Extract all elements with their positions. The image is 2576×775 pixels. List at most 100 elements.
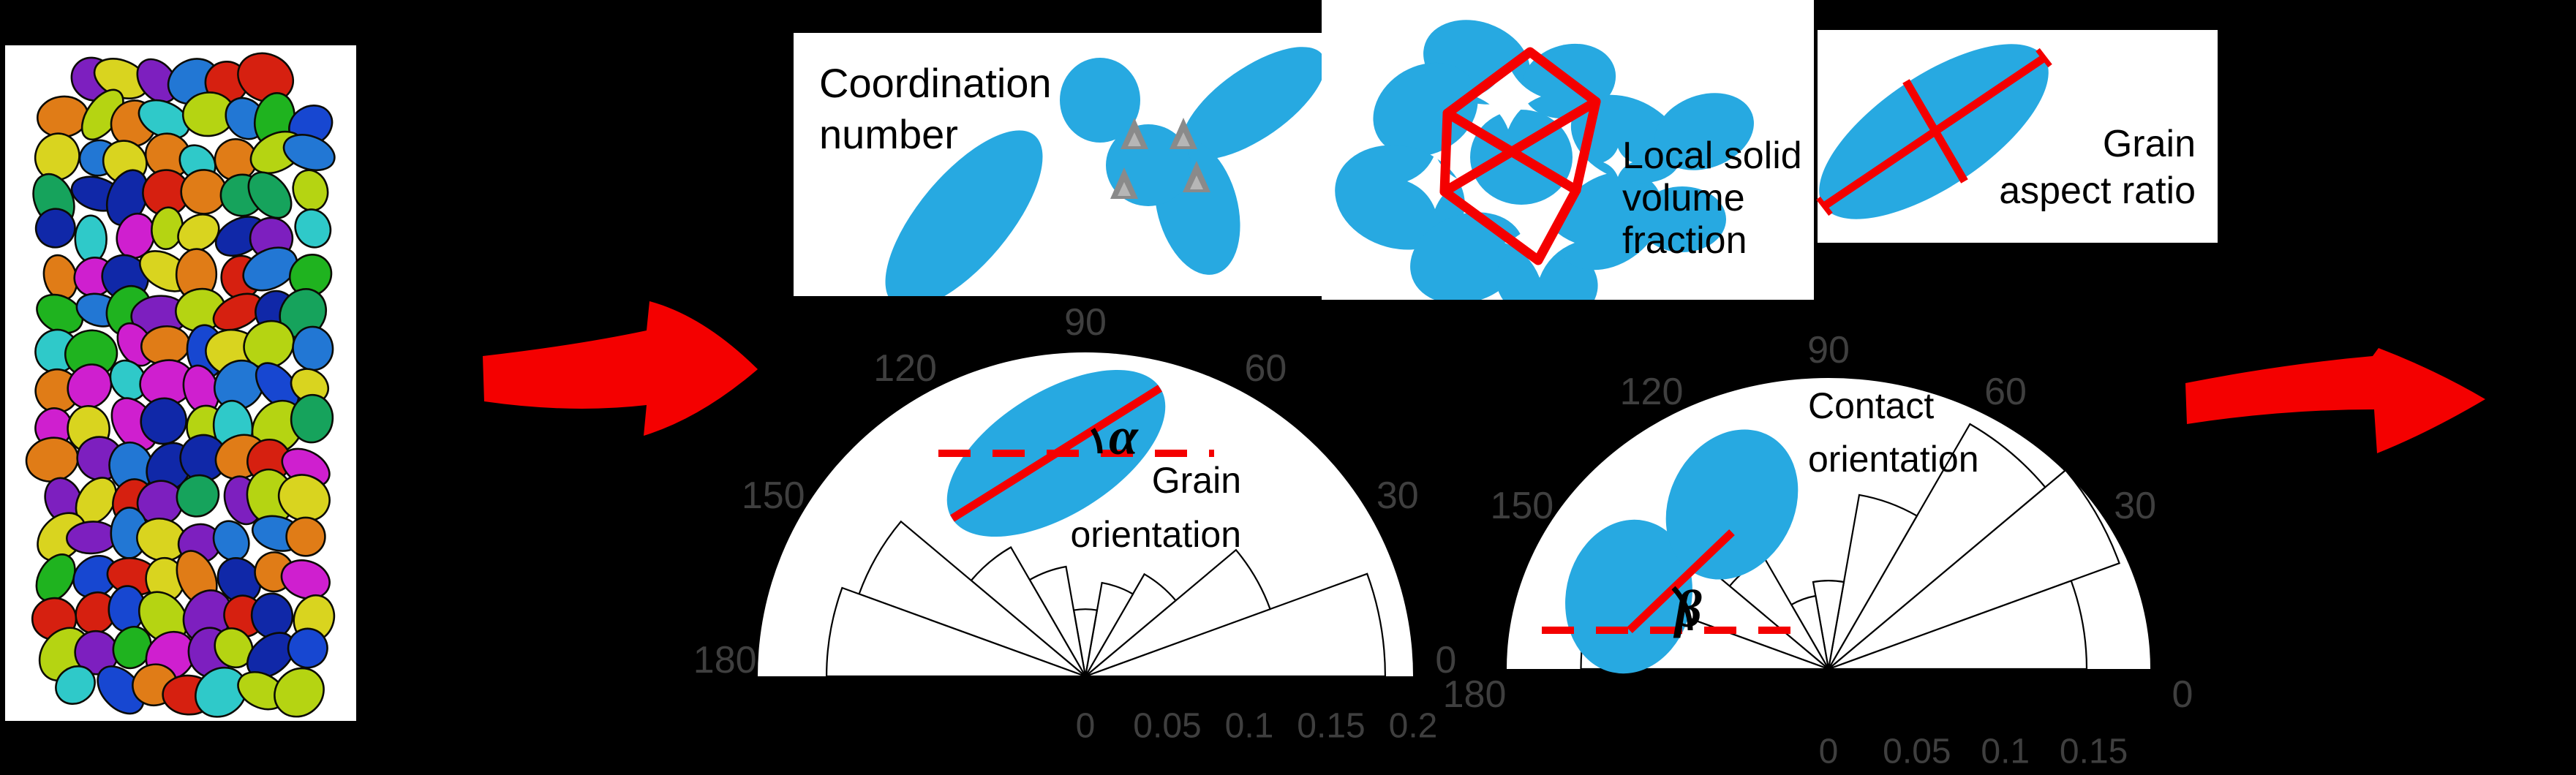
grain bbox=[35, 553, 76, 602]
ct-grain-render bbox=[25, 52, 336, 718]
radial-tick-label-0.15: 0.15 bbox=[1297, 706, 1366, 746]
radial-tick-label-0.15: 0.15 bbox=[2059, 732, 2128, 771]
angle-label-30: 30 bbox=[1376, 474, 1419, 517]
volume-fraction-illustration bbox=[1335, 20, 1754, 300]
contact-orientation-line2: orientation bbox=[1808, 439, 1979, 480]
aspect-line2: aspect ratio bbox=[1999, 170, 2196, 212]
angle-label-120: 120 bbox=[1619, 371, 1684, 414]
grain-major-axis-line bbox=[950, 385, 1162, 522]
grain bbox=[109, 359, 148, 401]
radial-tick-label-0.1: 0.1 bbox=[1981, 732, 2030, 771]
grain bbox=[176, 474, 220, 518]
local-line3: fraction bbox=[1622, 219, 1747, 262]
grain bbox=[75, 591, 117, 635]
contact-marker-triangle-inner bbox=[1190, 175, 1203, 189]
rose-petal bbox=[825, 586, 1086, 678]
grain bbox=[136, 58, 178, 104]
aspect-ratio-illustration bbox=[1816, 44, 2052, 219]
grain-aspect-ratio-label: Grain aspect ratio bbox=[1946, 121, 2196, 214]
grain bbox=[74, 214, 108, 264]
contact-marker-triangle-inner bbox=[1118, 182, 1131, 196]
angle-label-0: 0 bbox=[2172, 673, 2193, 716]
contact-marker-triangle-inner bbox=[1177, 132, 1190, 146]
pore-space bbox=[1504, 208, 1575, 278]
grain-orientation-label: Grain orientation bbox=[1017, 453, 1242, 562]
local-line2: volume bbox=[1622, 177, 1745, 219]
angle-label-90: 90 bbox=[1807, 329, 1850, 372]
grain bbox=[285, 516, 326, 557]
grain bbox=[242, 246, 298, 292]
radial-tick-label-0.05: 0.05 bbox=[1883, 732, 1951, 771]
grain bbox=[282, 134, 336, 172]
minor-axis-line bbox=[1902, 79, 1968, 184]
grain-ellipse bbox=[1181, 47, 1326, 159]
rose-petal bbox=[1827, 494, 1918, 670]
beta-angle-arc bbox=[1671, 586, 1693, 631]
grain bbox=[280, 559, 331, 600]
grain bbox=[294, 208, 332, 249]
grain bbox=[138, 99, 190, 140]
grain bbox=[55, 665, 96, 706]
grain-blob bbox=[1410, 212, 1524, 300]
rose-petal bbox=[1828, 469, 2121, 670]
grain-orientation-line2: orientation bbox=[1070, 514, 1242, 555]
grain-orientation-line1: Grain bbox=[1151, 460, 1241, 501]
grain-blob bbox=[1373, 62, 1478, 157]
contact-orientation-rose bbox=[1507, 378, 2150, 670]
grain-orientation-rose bbox=[758, 352, 1413, 678]
alpha-angle-symbol: α bbox=[1109, 407, 1138, 466]
grain-ellipse bbox=[885, 130, 1043, 296]
angle-label-60: 60 bbox=[1984, 371, 2027, 414]
rose-petal bbox=[1085, 548, 1272, 678]
beta-angle-symbol: β bbox=[1675, 580, 1702, 638]
grain bbox=[214, 627, 254, 669]
grain-blob bbox=[1553, 171, 1663, 271]
grain bbox=[67, 363, 113, 409]
tessellation-cell-diagonals bbox=[1439, 97, 1601, 197]
contact-grain-right bbox=[1665, 429, 1799, 580]
radial-tick-label-0.05: 0.05 bbox=[1133, 706, 1202, 746]
angle-label-60: 60 bbox=[1244, 347, 1287, 390]
coordination-illustration bbox=[885, 47, 1326, 296]
grain bbox=[105, 169, 149, 227]
pore-space bbox=[1603, 148, 1632, 177]
coordination-line2: number bbox=[819, 111, 958, 157]
angle-label-30: 30 bbox=[2114, 485, 2157, 528]
pore-space bbox=[1475, 64, 1541, 129]
rose-petal bbox=[1085, 572, 1178, 677]
grain bbox=[288, 254, 333, 298]
coordination-line1: Coordination bbox=[819, 60, 1052, 106]
alpha-angle-arc bbox=[1091, 428, 1103, 454]
contact-orientation-overlay bbox=[1542, 429, 1799, 674]
grain bbox=[237, 52, 295, 103]
rose-petal bbox=[1085, 572, 1387, 678]
pore-space bbox=[1407, 154, 1463, 209]
radial-tick-label-0: 0 bbox=[1075, 706, 1096, 746]
grain bbox=[247, 171, 293, 219]
angle-label-180: 180 bbox=[1442, 673, 1507, 716]
arrow-left bbox=[483, 301, 758, 436]
grain bbox=[140, 397, 187, 445]
angle-label-90: 90 bbox=[1064, 300, 1107, 344]
contact-grain-left bbox=[1565, 519, 1692, 674]
grain-orientation-overlay bbox=[938, 369, 1214, 537]
coordination-number-label: Coordination number bbox=[819, 58, 1052, 160]
rose-petal bbox=[1812, 580, 1845, 670]
contact-marker-triangle-inner bbox=[1128, 132, 1141, 146]
radial-tick-label-0.2: 0.2 bbox=[1388, 706, 1438, 746]
aspect-line1: Grain bbox=[2102, 123, 2196, 165]
axis-end-ticks bbox=[1816, 48, 2052, 216]
arrow-right bbox=[2185, 348, 2485, 453]
radial-tick-label-0: 0 bbox=[1818, 732, 1839, 771]
grain bbox=[177, 213, 220, 252]
grain-blob bbox=[1654, 93, 1754, 170]
grain bbox=[34, 208, 76, 249]
grain bbox=[277, 474, 331, 522]
grain bbox=[287, 627, 328, 669]
contact-normal-line bbox=[1627, 529, 1735, 633]
angle-label-180: 180 bbox=[693, 639, 757, 681]
grain bbox=[243, 320, 295, 369]
grain-blob bbox=[1570, 94, 1683, 184]
